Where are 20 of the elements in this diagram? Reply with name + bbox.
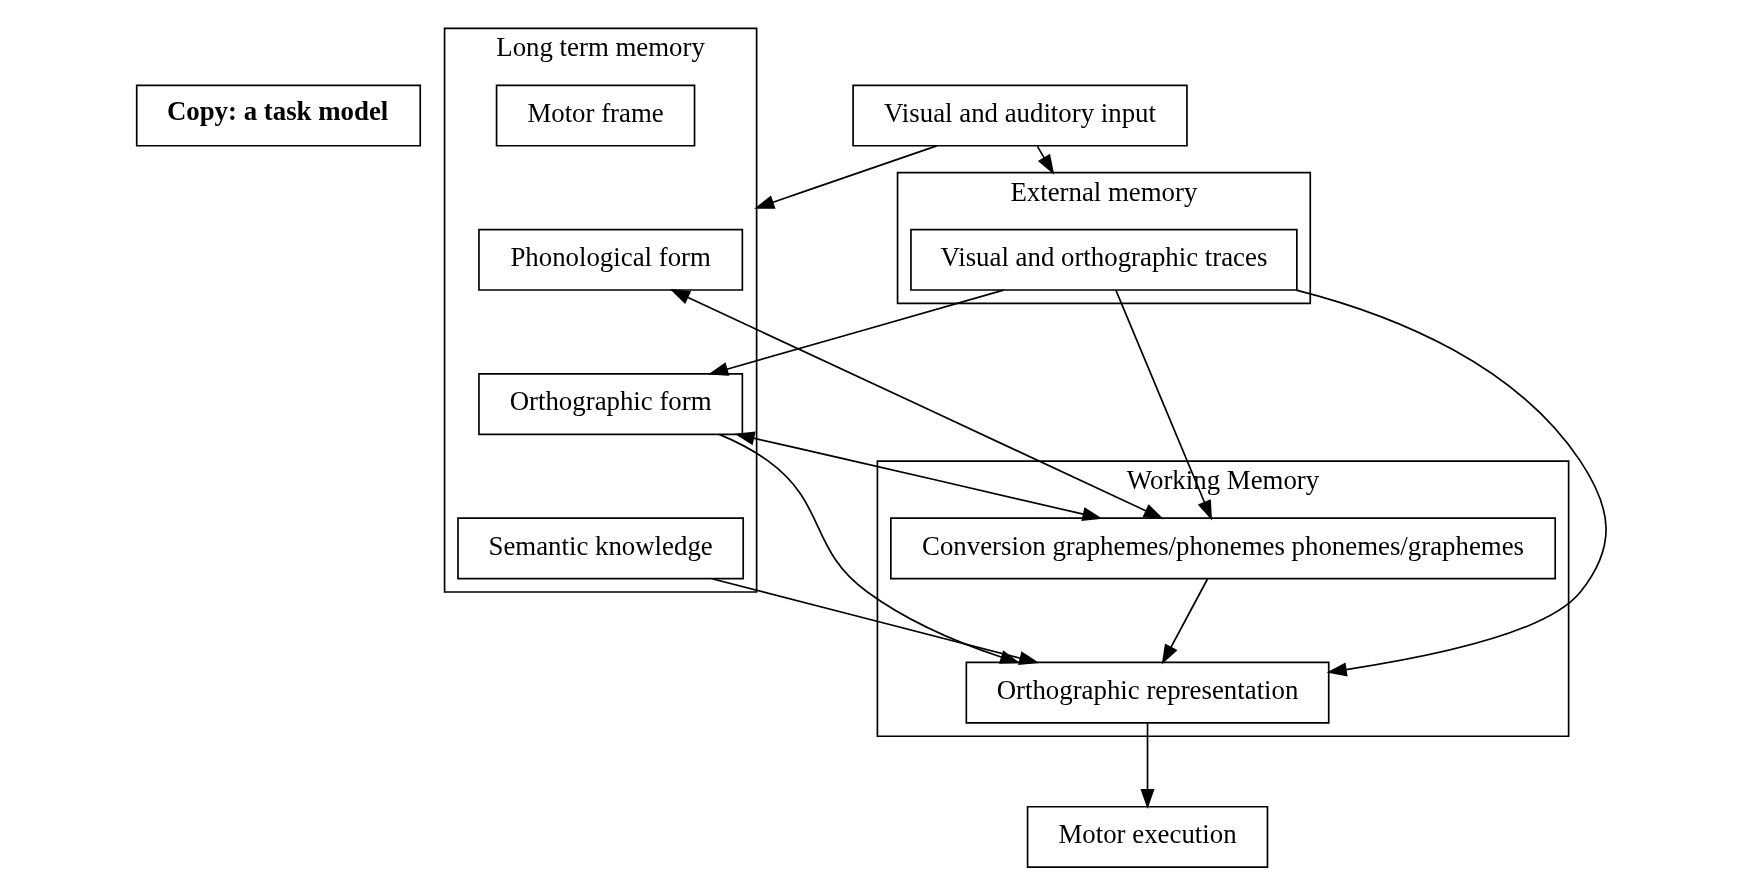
- node-box: Phonological form: [477, 228, 743, 291]
- node-box: Orthographic representation: [965, 661, 1330, 724]
- arrow: [1036, 145, 1054, 175]
- node-box: Motor frame: [495, 84, 695, 147]
- node-box: Semantic knowledge: [456, 517, 744, 580]
- arrow: [710, 577, 1039, 665]
- arrow: [669, 289, 1164, 520]
- arrow: [707, 289, 1004, 376]
- node-box: Visual and auditory input: [851, 84, 1188, 147]
- node-box: Orthographic form: [477, 373, 743, 436]
- arrow: [1294, 289, 1607, 677]
- node-box: Visual and orthographic traces: [909, 228, 1298, 291]
- arrow: [1139, 722, 1155, 810]
- arrow: [1161, 578, 1208, 665]
- node-box: Conversion graphemes/phonemes phonemes/graphemes: [889, 517, 1556, 580]
- arrow: [717, 433, 1020, 664]
- node-box: Motor execution: [1026, 805, 1268, 868]
- arrow: [1114, 289, 1212, 521]
- arrow: [733, 431, 1102, 521]
- node-box: Copy: a task model: [135, 84, 421, 147]
